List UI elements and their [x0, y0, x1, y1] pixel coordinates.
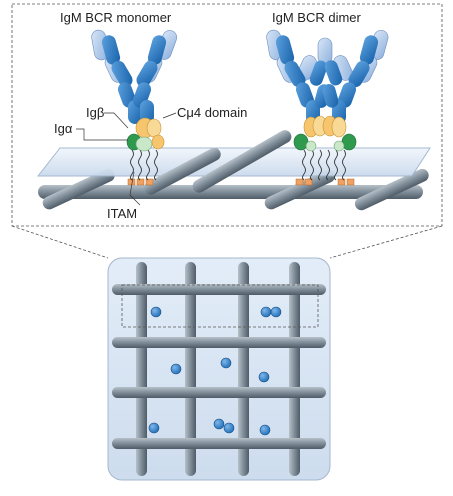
overview-cytoskeleton-vertical	[136, 262, 300, 476]
zoom-line-right	[329, 225, 443, 259]
cytoskeleton-upper	[144, 130, 292, 195]
igm-bcr-monomer	[91, 29, 178, 152]
zoom-region	[121, 284, 319, 328]
cytoskeleton-lower	[38, 168, 429, 211]
cmu4-domain-label: Cμ4 domain	[177, 105, 248, 120]
dimer-label: IgM BCR dimer	[272, 10, 361, 25]
leader-lines	[76, 112, 177, 206]
dimer-transmembrane	[302, 149, 346, 181]
zoom-line-left	[11, 225, 109, 259]
monomer-transmembrane	[130, 149, 158, 181]
ig-beta-label: Igβ	[86, 105, 105, 120]
itam-motifs	[127, 178, 355, 186]
igm-bcr-dimer	[266, 29, 389, 152]
bcr-clusters	[148, 306, 282, 436]
monomer-label: IgM BCR monomer	[60, 10, 172, 25]
ig-alpha-label: Igα	[54, 121, 73, 136]
itam-label: ITAM	[107, 206, 138, 221]
overview-cytoskeleton-horizontal	[112, 284, 326, 449]
